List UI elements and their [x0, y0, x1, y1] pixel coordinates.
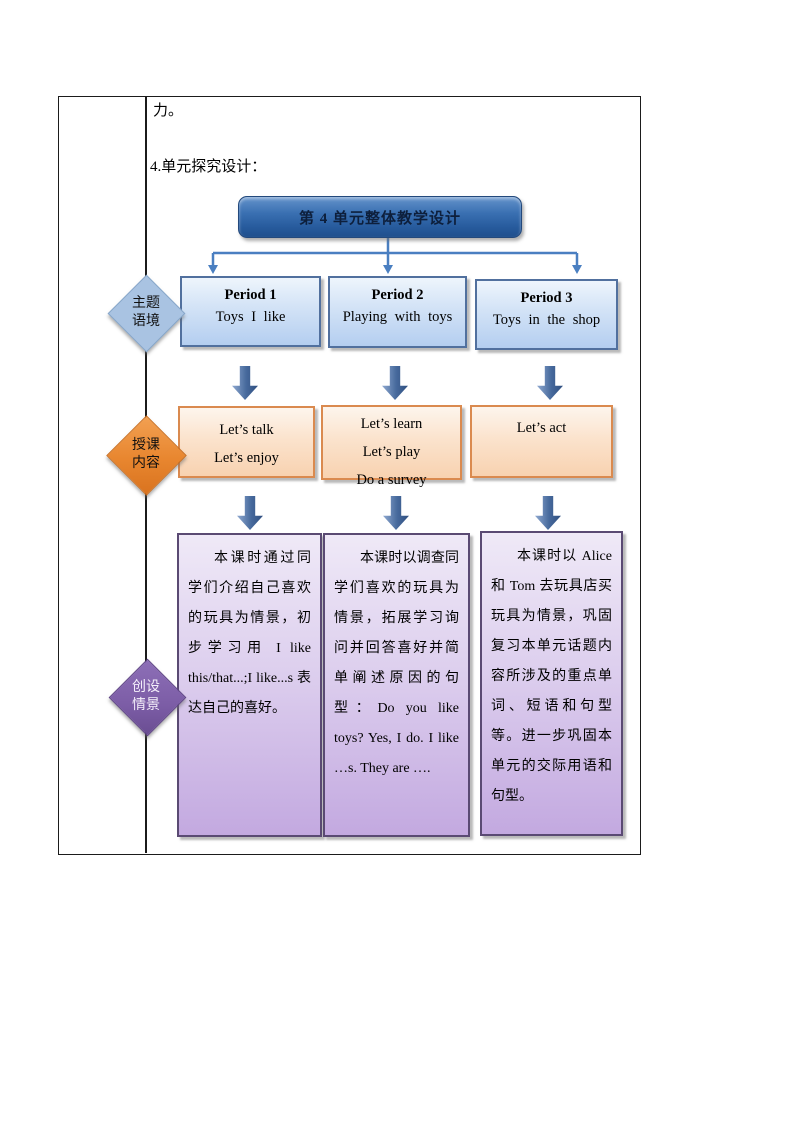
content-line: Do a survey	[356, 472, 427, 488]
theme-context-label: 主题 语境	[116, 295, 176, 331]
scene-text-period1: 本课时通过同学们介绍自己喜欢的玩具为情景，初步学习用 I like this/t…	[188, 551, 311, 716]
theme-context-label-line1: 主题	[132, 296, 160, 311]
connector-arrows	[208, 232, 582, 274]
doc-table-border	[58, 96, 641, 855]
content-line: Let’s enjoy	[214, 450, 279, 466]
period-1-box: Period 1 Toys I like	[180, 276, 321, 347]
period-3-subtitle: Toys in the shop	[492, 312, 601, 328]
teaching-content-label-line1: 授课	[132, 438, 160, 453]
content-line: Let’s learn	[360, 416, 423, 432]
scene-box-period2: 本课时以调查同学们喜欢的玩具为情景，拓展学习询问并回答喜好并简单阐述原因的句型：…	[323, 533, 470, 837]
content-line: Let’s act	[516, 420, 567, 436]
scene-text-period3: 本课时以 Alice 和 Tom 去玩具店买玩具为情景，巩固复习本单元话题内容所…	[491, 549, 612, 804]
period-3-box: Period 3 Toys in the shop	[475, 279, 618, 350]
scene-creation-label: 创设 情景	[116, 679, 176, 715]
scene-text-period2: 本课时以调查同学们喜欢的玩具为情景，拓展学习询问并回答喜好并简单阐述原因的句型：…	[334, 551, 459, 776]
theme-context-label-line2: 语境	[132, 314, 160, 329]
period-1-subtitle: Toys I like	[215, 309, 286, 325]
diagram-title-banner: 第 4 单元整体教学设计	[238, 196, 522, 238]
scene-box-period3: 本课时以 Alice 和 Tom 去玩具店买玩具为情景，巩固复习本单元话题内容所…	[480, 531, 623, 836]
content-line: Let’s talk	[219, 422, 274, 438]
period-2-title: Period 2	[371, 287, 424, 303]
section-heading: 4.单元探究设计：	[150, 159, 267, 175]
body-text: 力。	[153, 103, 184, 119]
period-2-box: Period 2 Playing with toys	[328, 276, 467, 348]
diagram-title: 第 4 单元整体教学设计	[298, 210, 461, 227]
scene-box-period1: 本课时通过同学们介绍自己喜欢的玩具为情景，初步学习用 I like this/t…	[177, 533, 322, 837]
content-box-period2: Let’s learn Let’s play Do a survey	[321, 405, 462, 488]
teaching-content-label: 授课 内容	[116, 437, 176, 473]
content-box-period1: Let’s talk Let’s enjoy	[178, 406, 315, 478]
content-box-period3: Let’s act	[470, 405, 613, 478]
scene-creation-label-line1: 创设	[132, 680, 160, 695]
period-1-title: Period 1	[224, 287, 277, 303]
content-line: Let’s play	[362, 444, 421, 460]
period-3-title: Period 3	[520, 290, 573, 306]
period-2-subtitle: Playing with toys	[342, 309, 453, 325]
teaching-content-label-line2: 内容	[132, 456, 160, 471]
scene-creation-label-line2: 情景	[132, 698, 160, 713]
